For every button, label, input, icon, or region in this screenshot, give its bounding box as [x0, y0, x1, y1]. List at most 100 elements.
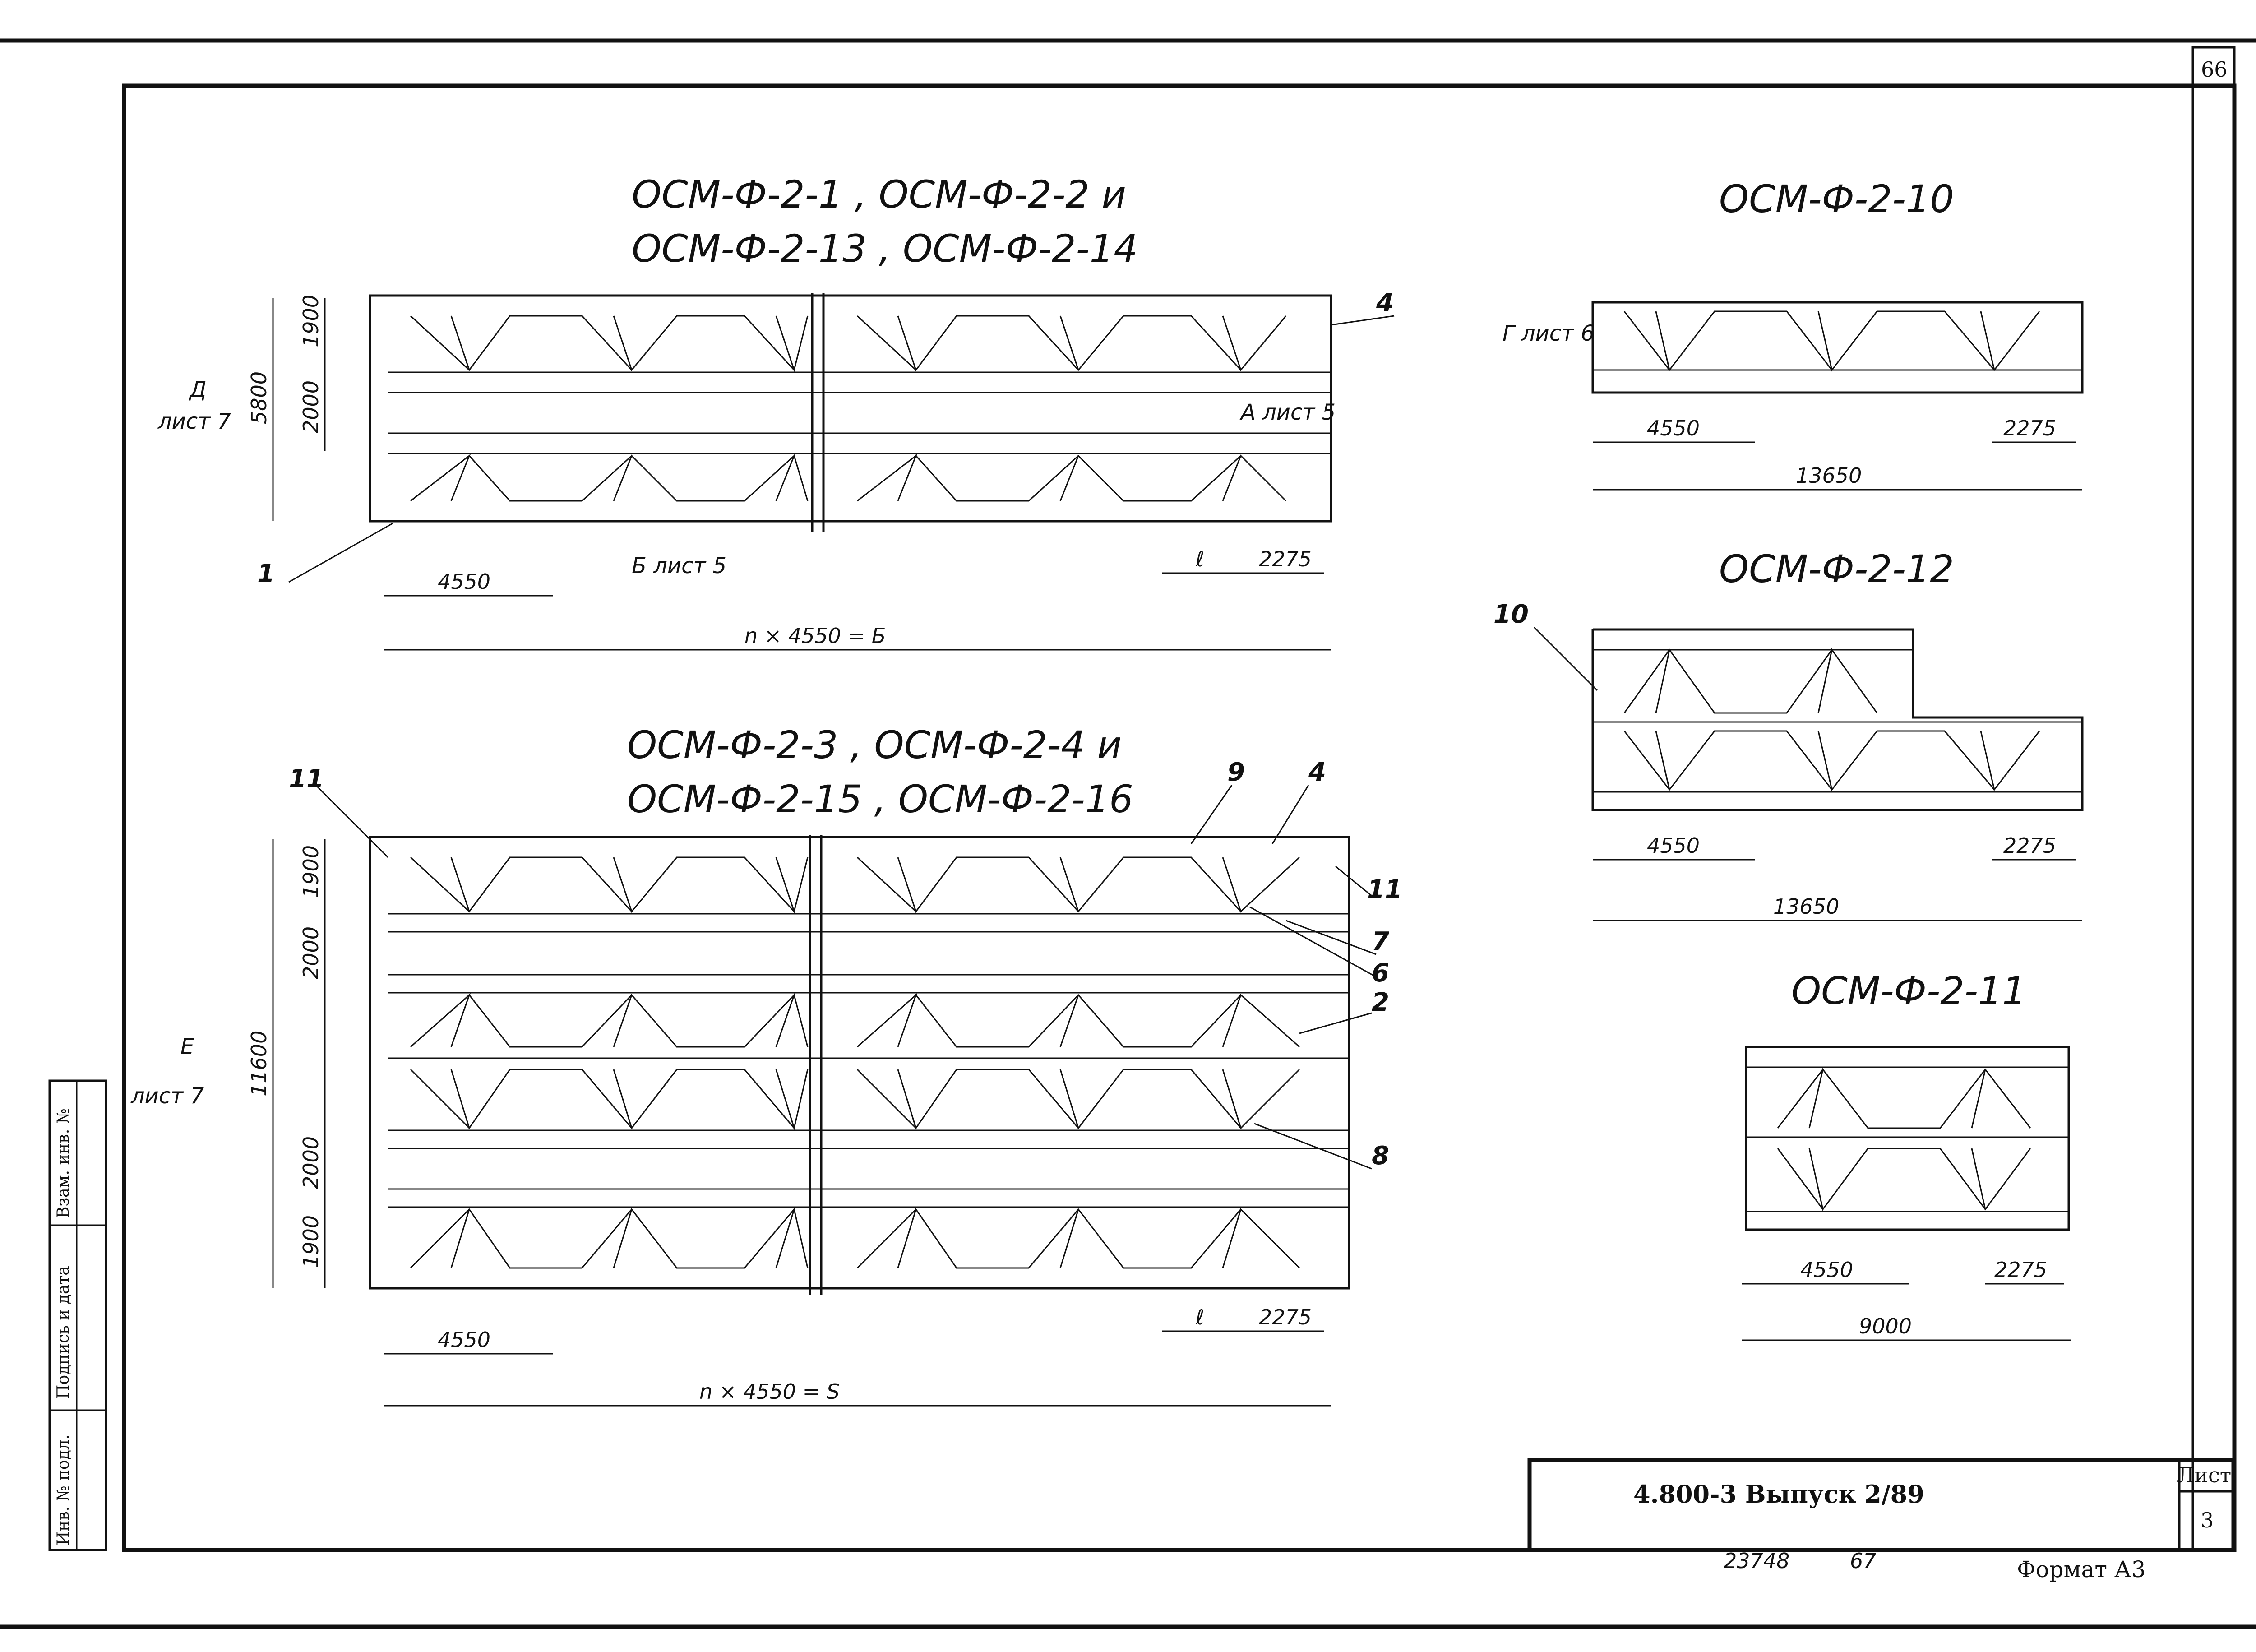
plan-c-view-g: Г лист 6: [1502, 321, 1595, 346]
plan-d-trusses: [1623, 648, 1878, 714]
plan-a-drawing: [272, 293, 1395, 651]
plan-b-callout-7: 7: [1372, 927, 1389, 956]
plan-b-dim-h2-label: 2000: [299, 926, 323, 979]
title-block: [1527, 1458, 2236, 1552]
plan-b-title-2: ОСМ-Ф-2-15 , ОСМ-Ф-2-16: [627, 777, 1133, 821]
left-stamp: [48, 1079, 107, 1551]
title-block-sheet-label: Лист: [2177, 1463, 2231, 1487]
plan-e-dim-length-label: 9000: [1859, 1314, 1912, 1338]
plan-b-callout-4: 4: [1308, 758, 1326, 787]
plan-a-leader-4: [1331, 315, 1395, 326]
stamp-vzam-inv: Взам. инв. №: [54, 1108, 73, 1218]
plan-a-view-d: Д: [189, 377, 207, 403]
plan-a-dim-l-label: ℓ: [1195, 547, 1204, 571]
plan-b-trusses: [856, 1069, 1300, 1130]
plan-a-callout-1: 1: [257, 559, 275, 588]
stamp-podpis-data: Подпись и дата: [54, 1266, 73, 1399]
plan-a-dim-length-label: n × 4550 = Б: [744, 624, 886, 648]
plan-a-dim-h1-label: 1900: [299, 295, 323, 347]
plan-e-dim-end-label: 2275: [1994, 1258, 2047, 1282]
page-number-box: [2191, 46, 2236, 87]
plan-b-leader-9: [1190, 785, 1233, 844]
plan-b-dim-end-label: 2275: [1259, 1305, 1312, 1329]
plan-e-trusses: [1777, 1068, 2031, 1129]
plan-b-trusses: [410, 856, 809, 914]
plan-b-trusses: [410, 1207, 809, 1269]
plan-b-callout-6: 6: [1372, 958, 1389, 988]
page-number: 66: [2201, 57, 2228, 82]
title-block-inventory-number: 23748: [1724, 1549, 1789, 1573]
plan-b-title-1: ОСМ-Ф-2-3 , ОСМ-Ф-2-4 и: [627, 723, 1122, 767]
plan-b-dim-l-label: ℓ: [1195, 1305, 1204, 1329]
plan-b-view-e-sheet: лист 7: [130, 1083, 204, 1109]
plan-c-trusses: [1623, 310, 2040, 372]
plan-b-callout-8: 8: [1372, 1141, 1389, 1171]
plan-e-drawing: [1742, 1046, 2071, 1341]
plan-c-dim-end-label: 2275: [2003, 416, 2056, 440]
plan-d-drawing: [1533, 626, 2084, 921]
plan-d-callout-10: 10: [1493, 600, 1529, 629]
plan-a-trusses: [856, 315, 1287, 372]
plan-b-dim-length-label: n × 4550 = S: [699, 1379, 840, 1404]
plan-a-trusses: [857, 453, 1287, 502]
plan-d-leader-10: [1533, 626, 1598, 691]
plan-c-drawing: [1591, 301, 2084, 491]
title-block-sheet-number: 3: [2201, 1508, 2214, 1532]
plan-b-dim-total-label: 11600: [247, 1031, 271, 1097]
plan-d-dim-length-label: 13650: [1773, 894, 1839, 919]
plan-b-leader-6: [1249, 906, 1377, 978]
plan-b-trusses: [410, 1069, 809, 1131]
plan-a-title-2: ОСМ-Ф-2-13 , ОСМ-Ф-2-14: [632, 227, 1138, 271]
plan-b-leader-2: [1299, 1012, 1372, 1034]
plan-b-outline: [369, 836, 1350, 1290]
plan-b-dim-h3-label: 2000: [299, 1136, 323, 1189]
plan-b-callout-11a: 11: [289, 764, 324, 794]
plan-a-title-1: ОСМ-Ф-2-1 , ОСМ-Ф-2-2 и: [632, 172, 1126, 217]
plan-b-leader-4: [1271, 785, 1309, 844]
plan-b-trusses: [410, 992, 809, 1048]
plan-e-dim-bay-label: 4550: [1800, 1258, 1853, 1282]
plan-b-callout-11b: 11: [1367, 875, 1402, 904]
plan-b-trusses: [856, 1208, 1300, 1269]
plan-a-dim-h2-label: 2000: [299, 380, 323, 433]
plan-b-trusses: [857, 993, 1300, 1048]
drawing-frame: [122, 83, 2237, 1552]
plan-b-trusses: [856, 856, 1300, 913]
plan-a-view-d-sheet: лист 7: [157, 409, 231, 434]
plan-a-leader-1: [288, 523, 393, 583]
plan-a-view-b: Б лист 5: [632, 553, 726, 578]
title-block-secondary-number: 67: [1850, 1549, 1877, 1573]
plan-c-dim-length-label: 13650: [1796, 463, 1862, 488]
plan-d-title: ОСМ-Ф-2-12: [1719, 547, 1954, 591]
plan-b-leader-8: [1254, 1123, 1372, 1170]
title-block-doc-code: 4.800-3 Выпуск 2/89: [1633, 1480, 1924, 1509]
plan-b-view-e: Е: [180, 1034, 194, 1059]
plan-b-leader-11b: [1335, 865, 1372, 897]
plan-e-outline: [1745, 1046, 2070, 1231]
plan-d-outline: [1591, 628, 2084, 811]
plan-e-trusses: [1777, 1148, 2031, 1211]
plan-b-leader-7: [1285, 920, 1377, 955]
plan-b-callout-2: 2: [1372, 988, 1389, 1017]
plan-a-outline: [369, 294, 1332, 523]
title-block-format: Формат А3: [2017, 1556, 2146, 1583]
plan-b-drawing: [272, 784, 1377, 1407]
plan-a-callout-4: 4: [1376, 288, 1394, 318]
plan-e-title: ОСМ-Ф-2-11: [1791, 969, 2026, 1013]
plan-a-dim-end-label: 2275: [1259, 547, 1312, 571]
plan-a-trusses: [410, 315, 809, 373]
plan-c-title: ОСМ-Ф-2-10: [1719, 177, 1954, 221]
plan-b-dim-h4-label: 1900: [299, 1215, 323, 1268]
plan-d-trusses: [1623, 730, 2040, 791]
plan-c-dim-bay-label: 4550: [1647, 416, 1700, 440]
plan-b-callout-9: 9: [1227, 758, 1245, 787]
plan-b-leader-11a: [315, 784, 389, 858]
plan-a-view-a: А лист 5: [1239, 400, 1336, 425]
stamp-inv-podl: Инв. № подл.: [54, 1435, 73, 1546]
plan-d-dim-bay-label: 4550: [1647, 833, 1700, 858]
plan-a-dim-total-label: 5800: [247, 371, 271, 424]
plan-c-outline: [1591, 301, 2084, 394]
plan-d-dim-end-label: 2275: [2003, 833, 2056, 858]
plan-b-dim-bay-label: 4550: [438, 1328, 490, 1352]
